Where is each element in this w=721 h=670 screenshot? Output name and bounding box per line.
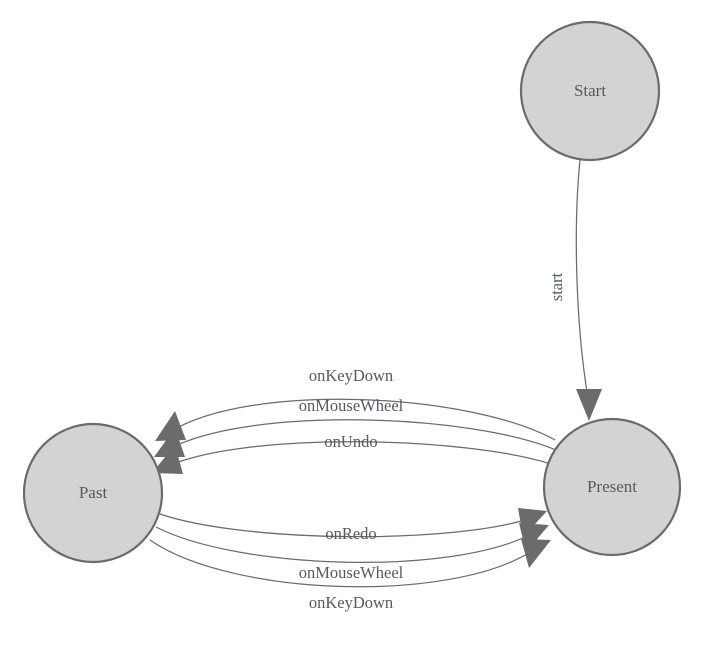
edge-redo-mousewheel-label: onMouseWheel: [299, 563, 404, 582]
edge-undo-keydown-label: onKeyDown: [309, 366, 393, 385]
edge-redo-label: onRedo: [325, 524, 376, 543]
edge-past-to-present-onredo[interactable]: onRedo: [159, 508, 547, 543]
edge-start-path: [575, 159, 590, 405]
node-past-circle: [22, 422, 164, 564]
node-present-label: Present: [587, 477, 637, 496]
edge-past-to-present-onmousewheel[interactable]: onMouseWheel: [155, 523, 549, 582]
edge-undo-arrowhead: [152, 445, 183, 474]
edge-start-to-present[interactable]: start: [547, 159, 602, 421]
edge-undo-path: [167, 441, 552, 467]
edge-start-arrowhead: [576, 389, 602, 421]
edge-redo-keydown-label: onKeyDown: [309, 593, 393, 612]
edge-undo-keydown-path: [169, 398, 556, 441]
edge-present-to-past-onkeydown[interactable]: onKeyDown: [155, 366, 556, 441]
edge-present-to-past-onmousewheel[interactable]: onMouseWheel: [154, 396, 557, 457]
edge-past-to-present-onkeydown[interactable]: onKeyDown: [149, 539, 551, 612]
edge-redo-path: [159, 513, 532, 538]
edge-undo-mousewheel-path: [168, 419, 557, 451]
node-present-circle: [542, 417, 682, 557]
edge-redo-mousewheel-path: [155, 526, 534, 564]
edge-undo-mousewheel-arrowhead: [154, 428, 185, 457]
node-start-label: Start: [574, 81, 606, 100]
node-start-circle: [519, 20, 661, 162]
node-past[interactable]: Past: [22, 422, 164, 564]
edge-undo-label: onUndo: [324, 432, 377, 451]
edge-redo-keydown-path: [149, 539, 536, 588]
edge-redo-keydown-arrowhead: [521, 539, 551, 568]
node-present[interactable]: Present: [542, 417, 682, 557]
edge-present-to-past-onundo[interactable]: onUndo: [152, 432, 552, 474]
node-past-label: Past: [79, 483, 108, 502]
node-start[interactable]: Start: [519, 20, 661, 162]
edge-start-label: start: [547, 272, 566, 301]
edge-undo-keydown-arrowhead: [155, 411, 186, 441]
edge-undo-mousewheel-label: onMouseWheel: [299, 396, 404, 415]
